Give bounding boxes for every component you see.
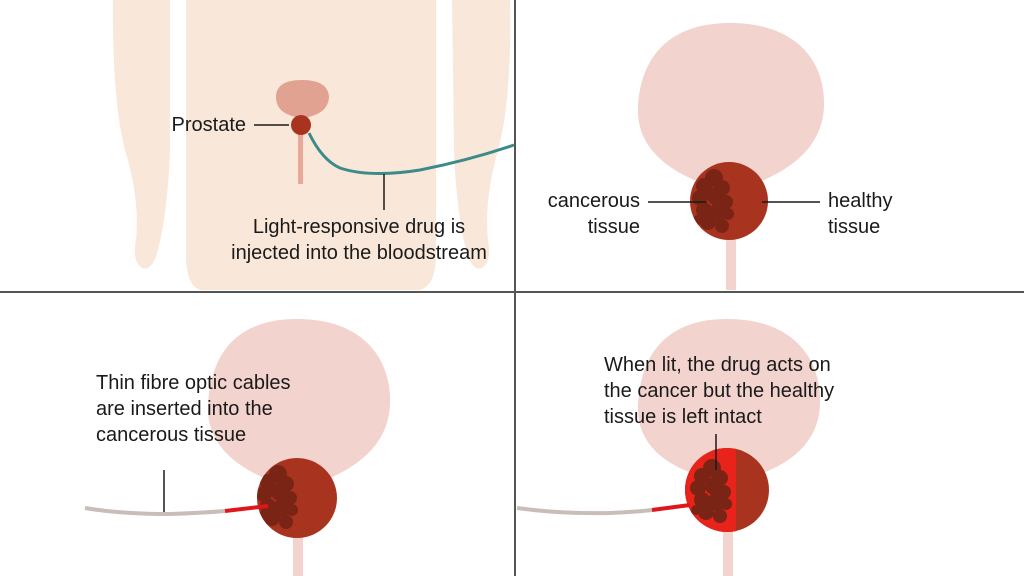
bladder — [637, 23, 825, 180]
lit-label-line3: tissue is left intact — [604, 406, 762, 428]
right-arm — [452, 0, 511, 269]
fibre-optic-cable — [84, 506, 226, 517]
lit-label-line2: the cancer but the healthy — [604, 380, 835, 402]
bladder-small — [276, 80, 329, 118]
urethra — [726, 220, 736, 290]
drug-label-line1: Light-responsive drug is — [252, 216, 466, 238]
lit-label-line1: When lit, the drug acts on — [604, 354, 831, 376]
left-arm — [112, 0, 170, 269]
cancerous-tissue-label: cancerous tissue — [530, 188, 640, 240]
fibre-label-line1: Thin fibre optic cables — [96, 372, 291, 394]
urethra — [293, 536, 303, 576]
fibre-label-line3: cancerous tissue — [96, 424, 247, 446]
urethra-small — [298, 128, 303, 184]
fibre-optic-label: Thin fibre optic cables are inserted int… — [96, 370, 346, 448]
urethra — [723, 530, 733, 576]
healthy-label-line2: tissue — [828, 216, 881, 238]
torso — [186, 0, 436, 290]
fibre-label-line2: are inserted into the — [96, 398, 273, 420]
bladder — [637, 319, 821, 474]
drug-injection-label: Light-responsive drug is injected into t… — [214, 214, 504, 266]
prostate-label: Prostate — [150, 112, 246, 138]
fibre-optic-cable — [516, 506, 653, 516]
fibre-optic-cable-tip — [651, 503, 691, 512]
cancerous-label-line2: tissue — [587, 216, 640, 238]
drug-label-line2: injected into the bloodstream — [231, 242, 487, 264]
panel-cables — [84, 319, 391, 576]
healthy-tissue-label: healthy tissue — [828, 188, 938, 240]
cancerous-label-line1: cancerous — [547, 190, 640, 212]
prostate-small — [291, 115, 311, 135]
fibre-optic-cable-tip — [224, 504, 269, 513]
bloodstream-line — [307, 132, 515, 176]
panel-tissue — [637, 23, 825, 290]
lit-drug-label: When lit, the drug acts on the cancer bu… — [604, 352, 874, 430]
healthy-label-line1: healthy — [828, 190, 893, 212]
prostate-label-text: Prostate — [171, 114, 246, 136]
bladder — [207, 319, 391, 478]
body-silhouette — [112, 0, 511, 290]
panel-injection — [112, 0, 515, 290]
